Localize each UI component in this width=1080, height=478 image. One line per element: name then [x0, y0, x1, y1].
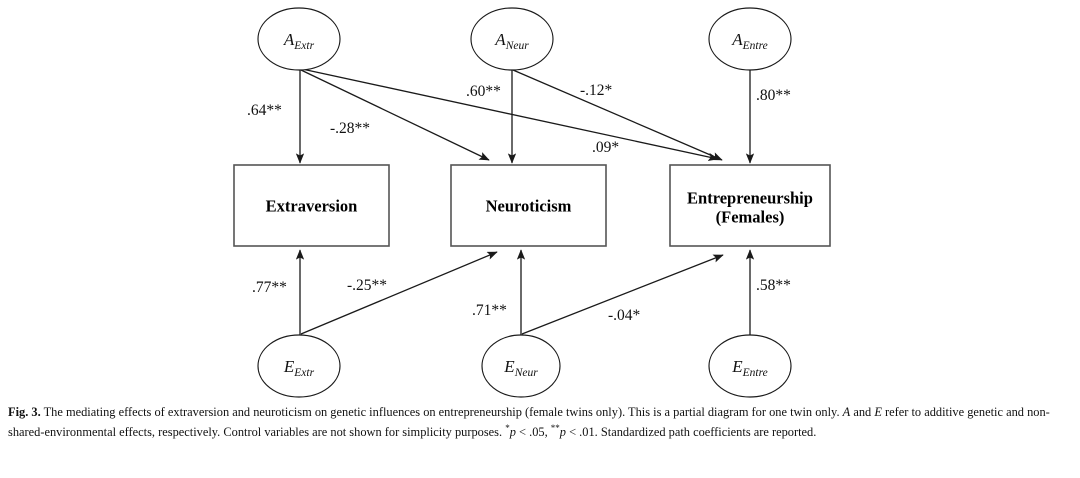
box-label-neuroticism: Neuroticism [486, 197, 572, 216]
path-arrow-aextr-entrepreneurship [301, 68, 719, 162]
path-arrow-eneur-entrepreneurship [521, 254, 724, 335]
box-label-entrepreneurship: Entrepreneurship(Females) [687, 189, 813, 227]
path-coefficient-aextr-neuroticism: -.28** [330, 120, 370, 137]
node-label-e_extr: EExtr [283, 357, 315, 379]
path-coefficients-layer: .64** -.28** -.12* .60** .09* .80** .77** -.25*… [247, 82, 791, 324]
caption-symbol-a: A [842, 405, 851, 419]
path-coefficient-eextr-neuroticism: -.25** [347, 277, 387, 294]
path-arrow-aextr-neuroticism [300, 69, 490, 161]
sig-star-double: ** [550, 422, 560, 433]
box-extraversion [233, 164, 390, 247]
box-label-extraversion: Extraversion [266, 197, 358, 216]
node-environment-e_neur [481, 334, 561, 398]
sig-threshold-double: < .01. Standardized path coefficients ar… [566, 424, 817, 439]
figure-caption: Fig. 3. The mediating effects of extrave… [8, 404, 1072, 441]
node-genetic-a_neur [470, 7, 554, 71]
path-coefficient-aentre-entrepreneurship: .80** [756, 87, 791, 104]
box-neuroticism [450, 164, 607, 247]
sig-p-double: p [559, 424, 566, 439]
node-environment-e_extr [257, 334, 341, 398]
path-arrow-aneur-entrepreneurship [512, 69, 723, 161]
node-label-e_entre: EEntre [731, 357, 768, 379]
path-coefficient-eentre-entrepreneurship: .58** [756, 277, 791, 294]
sig-threshold-single: < .05, [515, 424, 551, 439]
figure-number: Fig. 3. [8, 405, 41, 419]
path-coefficient-eneur-neuroticism: .71** [472, 302, 507, 319]
sig-p-single: p [509, 424, 516, 439]
caption-text-1: The mediating effects of extraversion an… [40, 405, 843, 419]
path-coefficient-aneur-neuroticism: .60** [466, 83, 501, 100]
caption-text-2: and [850, 405, 875, 419]
node-label-a_entre: AEntre [731, 30, 768, 52]
box-entrepreneurship [669, 164, 831, 247]
node-environment-e_entre [708, 334, 792, 398]
node-genetic-a_extr [257, 7, 341, 71]
path-coefficient-aextr-extraversion: .64** [247, 102, 282, 119]
paths-layer [295, 68, 755, 335]
caption-text-3: refer to additive genetic and non-shared… [8, 405, 1050, 439]
node-label-a_extr: AExtr [283, 30, 315, 52]
path-coefficient-eextr-extraversion: .77** [252, 279, 287, 296]
path-coefficient-eneur-entrepreneurship: -.04* [608, 307, 641, 324]
node-label-e_neur: ENeur [503, 357, 538, 379]
path-arrow-eextr-neuroticism [300, 251, 498, 335]
caption-symbol-e: E [874, 405, 882, 419]
path-coefficient-aextr-entrepreneurship: -.12* [580, 82, 613, 99]
sig-star-single: * [505, 422, 510, 433]
node-genetic-a_entre [708, 7, 792, 71]
path-coefficient-aneur-entrepreneurship: .09* [592, 139, 619, 156]
node-label-a_neur: ANeur [494, 30, 529, 52]
